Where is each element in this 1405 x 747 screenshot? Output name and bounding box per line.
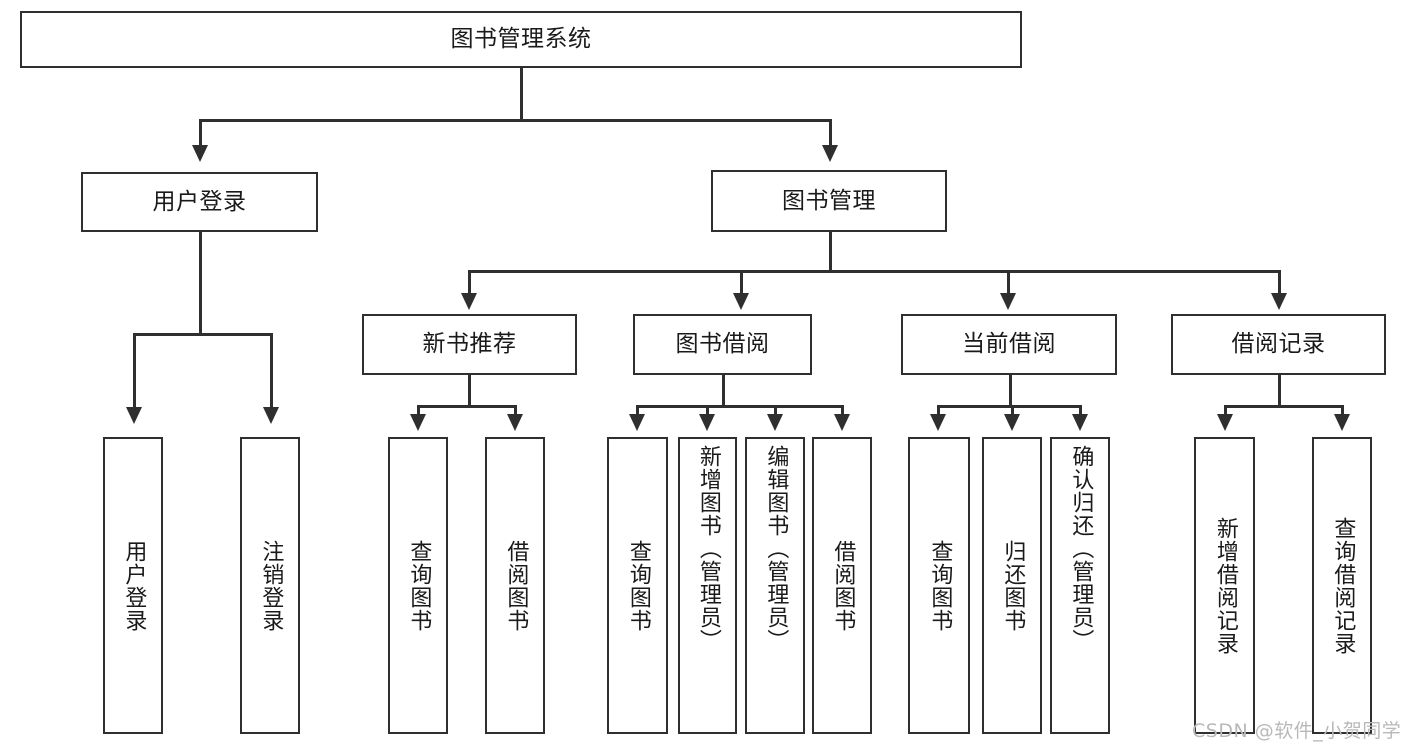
arrowhead-leaf-query-books-current (930, 414, 946, 431)
connector-book-borrow-bus (636, 405, 844, 408)
connector-root-bus (199, 119, 831, 122)
connector-current-borrow-stem (1009, 375, 1012, 406)
node-leaf-user-login-label: 用户登录 (121, 539, 147, 632)
node-book-borrow-label: 图书借阅 (675, 331, 770, 358)
connector-book-borrow-stem (722, 375, 725, 406)
arrowhead-new-book-recommend (461, 293, 477, 310)
node-leaf-add-book-admin-label: 新增图书（管理员） (695, 445, 721, 652)
node-leaf-add-borrow-record-label: 新增借阅记录 (1212, 516, 1238, 655)
connector-user-login-stem (199, 232, 202, 333)
arrowhead-leaf-add-borrow-record (1217, 414, 1233, 431)
node-leaf-query-books-borrow-label: 查询图书 (625, 539, 651, 632)
node-leaf-query-books-current-label: 查询图书 (927, 539, 953, 632)
arrowhead-leaf-query-books-borrow (629, 414, 645, 431)
arrowhead-leaf-borrow-books-recommend (507, 414, 523, 431)
node-leaf-borrow-books[interactable]: 借阅图书 (812, 437, 872, 734)
arrowhead-user-login (192, 145, 208, 162)
node-borrow-record[interactable]: 借阅记录 (1171, 314, 1386, 375)
node-title[interactable]: 图书管理系统 (20, 11, 1022, 68)
node-new-book-recommend-label: 新书推荐 (422, 331, 517, 358)
node-new-book-recommend[interactable]: 新书推荐 (362, 314, 577, 375)
connector-bm-to-borrow-record (1278, 270, 1281, 295)
arrowhead-leaf-edit-book-admin (767, 414, 783, 431)
connector-user-login-to-leaf-1 (133, 333, 136, 409)
node-leaf-return-books-label: 归还图书 (1000, 539, 1026, 632)
arrowhead-leaf-logout (263, 407, 279, 424)
node-leaf-borrow-books-label: 借阅图书 (830, 539, 856, 632)
connector-nbr-to-leaf-1 (417, 405, 420, 416)
node-leaf-add-book-admin[interactable]: 新增图书（管理员） (678, 437, 737, 734)
node-leaf-user-login[interactable]: 用户登录 (103, 437, 163, 734)
node-leaf-add-borrow-record[interactable]: 新增借阅记录 (1194, 437, 1255, 734)
connector-book-management-bus (468, 270, 1280, 273)
connector-bb-to-leaf-4 (841, 405, 844, 416)
node-leaf-edit-book-admin-label: 编辑图书（管理员） (763, 445, 789, 652)
connector-borrow-record-stem (1278, 375, 1281, 406)
node-book-borrow[interactable]: 图书借阅 (633, 314, 812, 375)
connector-user-login-to-leaf-2 (270, 333, 273, 409)
connector-cb-to-leaf-2 (1011, 405, 1014, 416)
node-leaf-query-books-recommend-label: 查询图书 (406, 539, 432, 632)
node-title-label: 图书管理系统 (450, 26, 592, 53)
connector-bm-to-current-borrow (1007, 270, 1010, 295)
connector-bb-to-leaf-1 (636, 405, 639, 416)
connector-bb-to-leaf-3 (774, 405, 777, 416)
node-current-borrow[interactable]: 当前借阅 (901, 314, 1117, 375)
node-leaf-confirm-return-admin-label: 确认归还（管理员） (1068, 445, 1094, 652)
node-book-management-label: 图书管理 (782, 187, 876, 214)
node-leaf-query-books-recommend[interactable]: 查询图书 (388, 437, 448, 734)
node-leaf-edit-book-admin[interactable]: 编辑图书（管理员） (745, 437, 805, 734)
connector-nbr-to-leaf-2 (514, 405, 517, 416)
arrowhead-leaf-user-login (126, 407, 142, 424)
node-leaf-borrow-books-recommend-label: 借阅图书 (503, 539, 529, 632)
arrowhead-leaf-return-books (1004, 414, 1020, 431)
connector-root-to-book-management (829, 119, 832, 147)
arrowhead-book-management (822, 145, 838, 162)
connector-new-book-recommend-stem (468, 375, 471, 406)
arrowhead-leaf-add-book-admin (699, 414, 715, 431)
node-user-login[interactable]: 用户登录 (81, 172, 318, 232)
node-leaf-return-books[interactable]: 归还图书 (982, 437, 1042, 734)
connector-cb-to-leaf-3 (1079, 405, 1082, 416)
csdn-watermark: CSDN @软件_小贺同学 (1192, 720, 1402, 742)
connector-bb-to-leaf-2 (706, 405, 709, 416)
node-leaf-query-borrow-record-label: 查询借阅记录 (1330, 516, 1356, 655)
node-borrow-record-label: 借阅记录 (1231, 331, 1326, 358)
connector-bm-to-book-borrow (740, 270, 743, 295)
arrowhead-leaf-query-borrow-record (1334, 414, 1350, 431)
node-book-management[interactable]: 图书管理 (711, 170, 947, 232)
node-leaf-logout-label: 注销登录 (258, 539, 284, 632)
arrowhead-leaf-borrow-books (834, 414, 850, 431)
node-current-borrow-label: 当前借阅 (962, 331, 1056, 358)
connector-root-to-user-login (199, 119, 202, 147)
arrowhead-leaf-query-books-recommend (410, 414, 426, 431)
connector-br-to-leaf-1 (1224, 405, 1227, 416)
node-leaf-logout[interactable]: 注销登录 (240, 437, 300, 734)
connector-current-borrow-bus (937, 405, 1081, 408)
arrowhead-current-borrow (1000, 293, 1016, 310)
arrowhead-borrow-record (1271, 293, 1287, 310)
node-leaf-confirm-return-admin[interactable]: 确认归还（管理员） (1050, 437, 1110, 734)
connector-bm-to-new-book-recommend (468, 270, 471, 295)
arrowhead-leaf-confirm-return-admin (1072, 414, 1088, 431)
connector-br-to-leaf-2 (1341, 405, 1344, 416)
connector-new-book-recommend-bus (417, 405, 517, 408)
connector-root-stem (520, 68, 523, 119)
connector-borrow-record-bus (1224, 405, 1343, 408)
connector-user-login-bus (133, 333, 273, 336)
connector-cb-to-leaf-1 (937, 405, 940, 416)
node-leaf-query-books-borrow[interactable]: 查询图书 (607, 437, 668, 734)
node-leaf-query-borrow-record[interactable]: 查询借阅记录 (1312, 437, 1372, 734)
node-leaf-query-books-current[interactable]: 查询图书 (908, 437, 970, 734)
node-user-login-label: 用户登录 (152, 188, 247, 215)
node-leaf-borrow-books-recommend[interactable]: 借阅图书 (485, 437, 545, 734)
connector-book-management-stem (829, 232, 832, 271)
arrowhead-book-borrow (733, 293, 749, 310)
